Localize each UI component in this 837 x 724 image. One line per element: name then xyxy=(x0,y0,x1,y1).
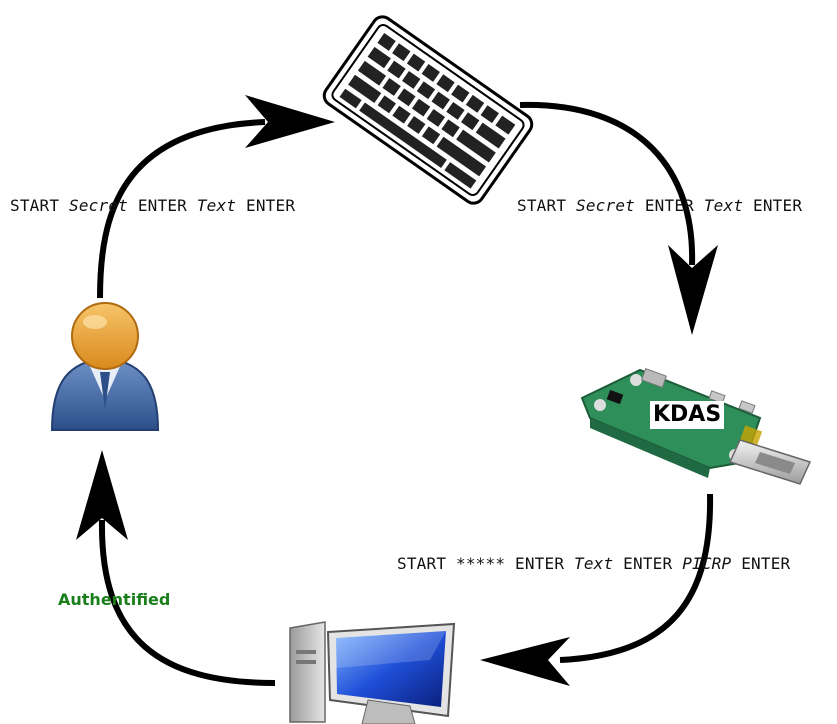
computer-monitor-icon xyxy=(289,621,456,724)
label-kdas-to-computer: START ***** ENTER Text ENTER PICRP ENTER xyxy=(397,554,791,573)
label-keyboard-to-kdas: START Secret ENTER Text ENTER xyxy=(517,196,803,215)
label-user-to-keyboard: START Secret ENTER Text ENTER xyxy=(10,196,296,215)
kdas-device-label: KDAS xyxy=(650,401,725,429)
keyboard-icon xyxy=(322,15,534,205)
arrow-user-to-keyboard xyxy=(97,95,335,299)
arrow-computer-to-user xyxy=(76,450,276,686)
user-icon xyxy=(50,302,160,431)
authenticated-label: Authentified xyxy=(58,590,171,609)
arrow-kdas-to-computer xyxy=(480,493,714,686)
usb-connector-icon xyxy=(728,439,812,485)
arrow-keyboard-to-kdas xyxy=(519,101,718,335)
